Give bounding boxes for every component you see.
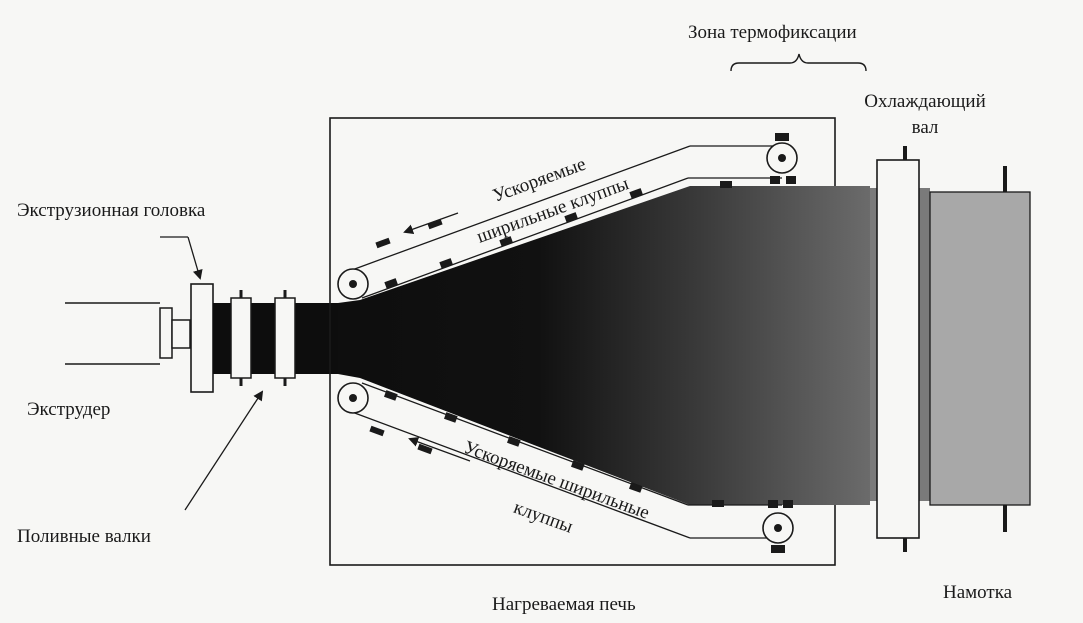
casting-rolls-leader — [184, 390, 264, 511]
heatset-zone-label: Зона термофиксации — [688, 22, 857, 43]
chill-roll — [876, 146, 920, 552]
film-stretching — [338, 186, 870, 505]
lower-clip-chain — [337, 382, 794, 553]
casting-rolls — [230, 290, 296, 386]
die-head-label: Экструзионная головка — [17, 200, 206, 221]
upper-clip-chain — [337, 133, 798, 300]
extrusion-die-head — [190, 283, 214, 393]
oven-label: Нагреваемая печь — [492, 594, 636, 615]
chill-roll-label-line1: Охлаждающий — [864, 91, 986, 112]
die-head-leader — [187, 236, 203, 280]
chill-roll-label-line2: вал — [911, 117, 939, 138]
heatset-zone-brace — [730, 53, 867, 72]
film-winding — [929, 191, 1031, 506]
extruder-label: Экструдер — [27, 399, 111, 420]
casting-rolls-label: Поливные валки — [17, 526, 151, 547]
extruder — [65, 302, 191, 365]
winding-label: Намотка — [943, 582, 1013, 603]
